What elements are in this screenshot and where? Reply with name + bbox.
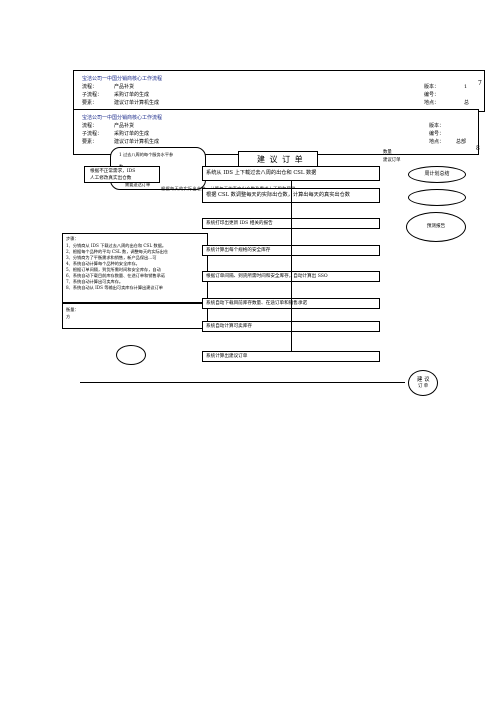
- popup-item: 需要送达订单: [125, 182, 151, 187]
- oval-label: 周计划总结: [424, 171, 450, 177]
- suggested-order-end-oval: 建 议 订 单: [408, 370, 438, 396]
- step-note: 2、根据每个品种的平均 CSL 数，调整每天的实际出仓: [66, 249, 169, 254]
- oval-label: 预测报告: [426, 224, 446, 229]
- sheet-edge-number: 8: [476, 145, 480, 152]
- steps-title: 步骤：: [66, 236, 79, 241]
- step-note: 5、根据订单间隔，到货所需时间和安全库存，自动: [66, 267, 161, 272]
- steps-panel: 步骤： 1、分销商从 IDS 下载过去八周的出仓和 CSL 数据。 2、根据每个…: [62, 233, 208, 303]
- element-value: 建议订单计算机生成: [114, 139, 160, 145]
- company-title: 宝洁公司一中国分销商核心工作流程: [82, 115, 163, 121]
- flow-value: 产品补货: [114, 123, 135, 129]
- side-note-line: 人工修改真实出仓数: [90, 176, 132, 181]
- subflow-label: 子流程：: [82, 92, 103, 98]
- step-note: 6、系统自动下载目前库存数量、在途订单和销售承诺: [66, 273, 165, 278]
- process-step-download: 系统从 IDS 上下载过去八周的出仓和 CSL 数据: [202, 166, 380, 181]
- process-step-suggested-order: 系统计算出建议订单: [202, 351, 380, 362]
- side-note-line: 根据不正常需求，IDS: [90, 169, 136, 174]
- measure-line: 方: [66, 314, 71, 319]
- flow-label: 流程：: [82, 123, 98, 129]
- subflow-value: 采购订单的生成: [114, 131, 150, 137]
- end-oval-line: 订 单: [418, 384, 429, 389]
- version-value: 1: [464, 84, 468, 90]
- popup-item: 1 过去八周的每个服务水平参: [119, 152, 174, 157]
- blank-oval: [408, 189, 466, 206]
- start-oval: [116, 345, 146, 365]
- element-value: 建议订单计算机生成: [114, 100, 160, 106]
- location-value: 总: [464, 100, 470, 106]
- forecast-report-oval: 预测报告: [406, 212, 466, 242]
- step-note: 7、系统自动计算出可卖库存。: [66, 279, 124, 284]
- flow-connector: [291, 181, 292, 351]
- flow-label: 流程：: [82, 84, 98, 90]
- version-label: 版本：: [429, 123, 445, 129]
- company-title: 宝洁公司一中国分销商核心工作流程: [82, 76, 163, 82]
- title-text: 建 议 订 单: [257, 155, 304, 164]
- step-note: 4、系统自动计算每个品种的安全库存。: [66, 261, 140, 266]
- measure-title: 衡量：: [66, 307, 79, 312]
- location-label: 地点：: [429, 139, 445, 145]
- element-label: 要素：: [82, 100, 98, 106]
- measure-panel: 衡量： 方: [62, 303, 208, 329]
- header-sheet-back: 宝洁公司一中国分销商核心工作流程 流程： 产品补货 版本： 1 子流程： 采购订…: [73, 70, 485, 112]
- step-note: 1、分销商从 IDS 下载过去八周的出仓和 CSL 数据。: [66, 243, 167, 248]
- sheet-edge-number: 7: [478, 80, 482, 87]
- version-label: 版本：: [424, 84, 440, 90]
- bottom-rule: [80, 382, 405, 383]
- number-label: 编号：: [424, 92, 440, 98]
- element-label: 要素：: [82, 139, 98, 145]
- step-note: 3、分销商为了平衡需求和销售，新产品保出...可: [66, 255, 157, 260]
- flow-value: 产品补货: [114, 84, 135, 90]
- location-label: 地点：: [424, 100, 440, 106]
- subflow-label: 子流程：: [82, 131, 103, 137]
- weekly-summary-oval: 周计划总结: [408, 166, 466, 183]
- suggested-order-title: 建 议 订 单: [238, 151, 318, 167]
- end-oval-line: 建 议: [417, 377, 430, 383]
- number-label: 编号：: [429, 131, 445, 137]
- small-note-order: 建议订单: [383, 158, 401, 163]
- subflow-value: 采购订单的生成: [114, 92, 150, 98]
- side-note-box: 根据不正常需求，IDS 人工修改真实出仓数: [84, 166, 160, 183]
- location-value: 总部: [456, 139, 467, 145]
- step-note: 8、系统自动从 IDS 等输出可卖库存计算出建议订单: [66, 285, 163, 290]
- small-note-quantity: 数量: [383, 150, 392, 155]
